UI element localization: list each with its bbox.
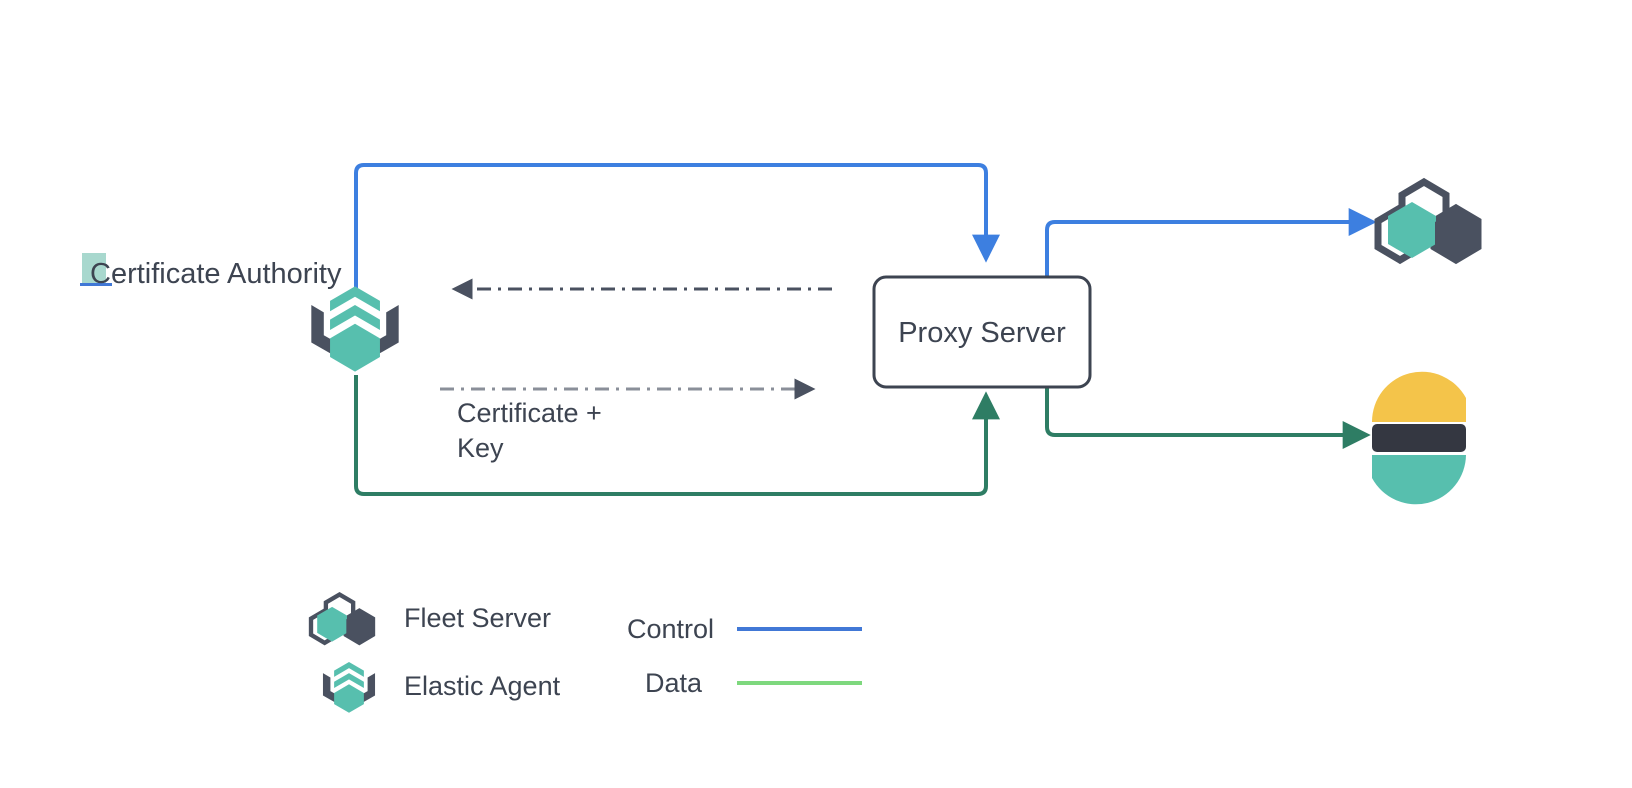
certificate-key-label-group: Certificate + Key [457,398,602,463]
fleet-server-icon [311,594,373,642]
text-cursor-underline [80,283,112,286]
edge-control-proxy-to-fleet [1045,208,1377,277]
legend-label-fleet-server: Fleet Server [404,603,551,633]
text-selection-highlight [82,253,106,285]
elastic-agent-icon[interactable] [311,286,399,372]
elasticsearch-yellow-arc [1371,371,1466,422]
legend-item-elastic-agent[interactable]: Elastic Agent [322,661,561,713]
proxy-server-node[interactable]: Proxy Server [872,275,1092,389]
proxy-server-box[interactable] [872,275,1092,389]
certificate-key-label-line-1: Certificate + [457,398,602,428]
edge-data-agent-to-proxy [354,375,1000,496]
edge-control-agent-to-proxy [354,163,1000,288]
certificate-authority-label: Certificate Authority [90,258,342,290]
legend-label-data: Data [645,668,703,698]
elasticsearch-teal-arc [1372,455,1466,505]
legend-line-data[interactable]: Data [645,668,862,698]
proxy-server-label: Proxy Server [898,317,1066,349]
certificate-authority-label-group: Certificate Authority [80,253,342,290]
legend-item-fleet-server[interactable]: Fleet Server [311,594,551,642]
elasticsearch-icon[interactable] [1371,371,1466,505]
legend-label-control: Control [627,614,714,644]
elasticsearch-dark-bar [1372,424,1466,452]
fleet-server-icon[interactable] [1378,182,1478,260]
elastic-agent-icon [322,661,376,713]
legend: Fleet Server Elastic Agent Control Data [311,594,862,713]
edge-data-proxy-to-elasticsearch [1045,386,1371,449]
legend-line-control[interactable]: Control [627,614,862,644]
certificate-key-label-line-2: Key [457,433,504,463]
legend-label-elastic-agent: Elastic Agent [404,671,561,701]
